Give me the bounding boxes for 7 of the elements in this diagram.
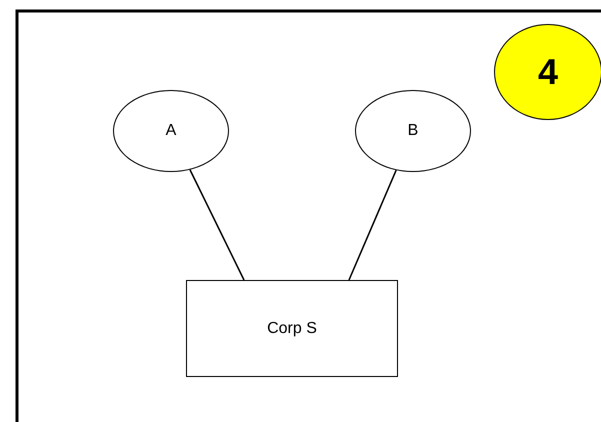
entity-box — [186, 280, 398, 377]
node-label: A — [166, 122, 176, 140]
badge-number: 4 — [538, 51, 558, 93]
connector-line — [189, 169, 245, 280]
node-label: Corp S — [267, 320, 317, 338]
node-label: B — [408, 122, 418, 140]
connector-line — [348, 170, 397, 280]
